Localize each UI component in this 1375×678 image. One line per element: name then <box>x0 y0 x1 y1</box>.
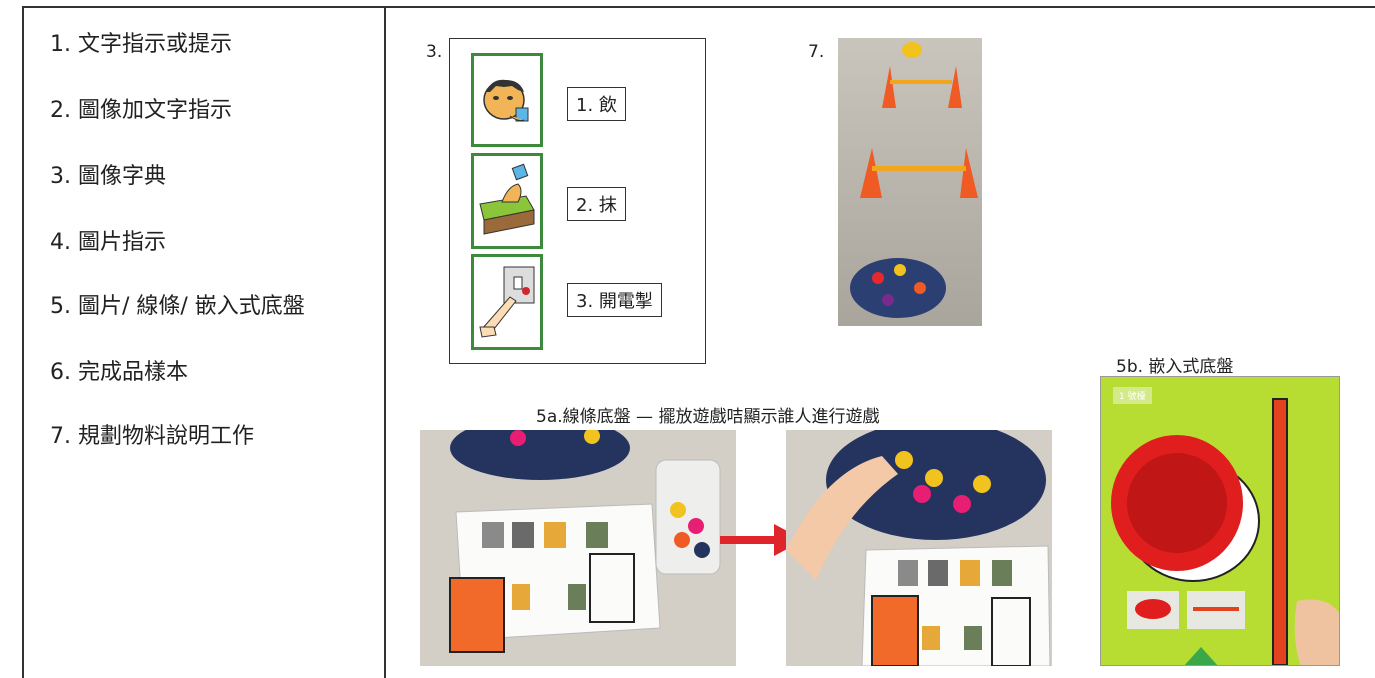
picture-dictionary: 1. 飲 2. 抹 3. 開電掣 <box>449 38 706 364</box>
list-item: 1. 文字指示或提示 <box>50 32 232 57</box>
list-item: 7. 規劃物料說明工作 <box>50 424 254 449</box>
inset-tray-photo: 1 號檯 <box>1100 376 1340 666</box>
cones-photo <box>838 38 982 326</box>
line-tray-photo-before <box>420 430 736 666</box>
activity-tray-picture <box>449 430 721 653</box>
list-item: 3. 圖像字典 <box>50 164 166 189</box>
line-tray-photo-after <box>786 430 1052 666</box>
word-card: 1. 飲 <box>567 87 626 121</box>
example-7-label: 7. <box>808 42 825 62</box>
wipe-picture <box>471 153 543 249</box>
obstacle-course-picture <box>850 42 978 318</box>
example-3-label: 3. <box>426 42 443 62</box>
example-5b-caption: 5b. 嵌入式底盤 <box>1116 357 1234 377</box>
list-item: 6. 完成品樣本 <box>50 360 188 385</box>
drinking-person-icon <box>483 79 529 122</box>
word-card: 3. 開電掣 <box>567 283 662 317</box>
column-divider <box>384 6 386 678</box>
wiping-table-icon <box>479 163 535 235</box>
example-5a-caption: 5a.線條底盤 — 擺放遊戲咭顯示誰人進行遊戲 <box>536 407 880 427</box>
table-frame <box>22 6 1375 678</box>
activity-tray-picture <box>786 430 1051 666</box>
list-item: 2. 圖像加文字指示 <box>50 98 232 123</box>
bowl-and-chopsticks-picture <box>1111 398 1339 665</box>
tray-tag: 1 號檯 <box>1113 387 1152 404</box>
list-item: 4. 圖片指示 <box>50 230 166 255</box>
switch-picture <box>471 254 543 350</box>
drink-picture <box>471 53 543 147</box>
word-card: 2. 抹 <box>567 187 626 221</box>
list-item: 5. 圖片/ 線條/ 嵌入式底盤 <box>50 294 305 319</box>
press-switch-icon <box>479 266 535 338</box>
